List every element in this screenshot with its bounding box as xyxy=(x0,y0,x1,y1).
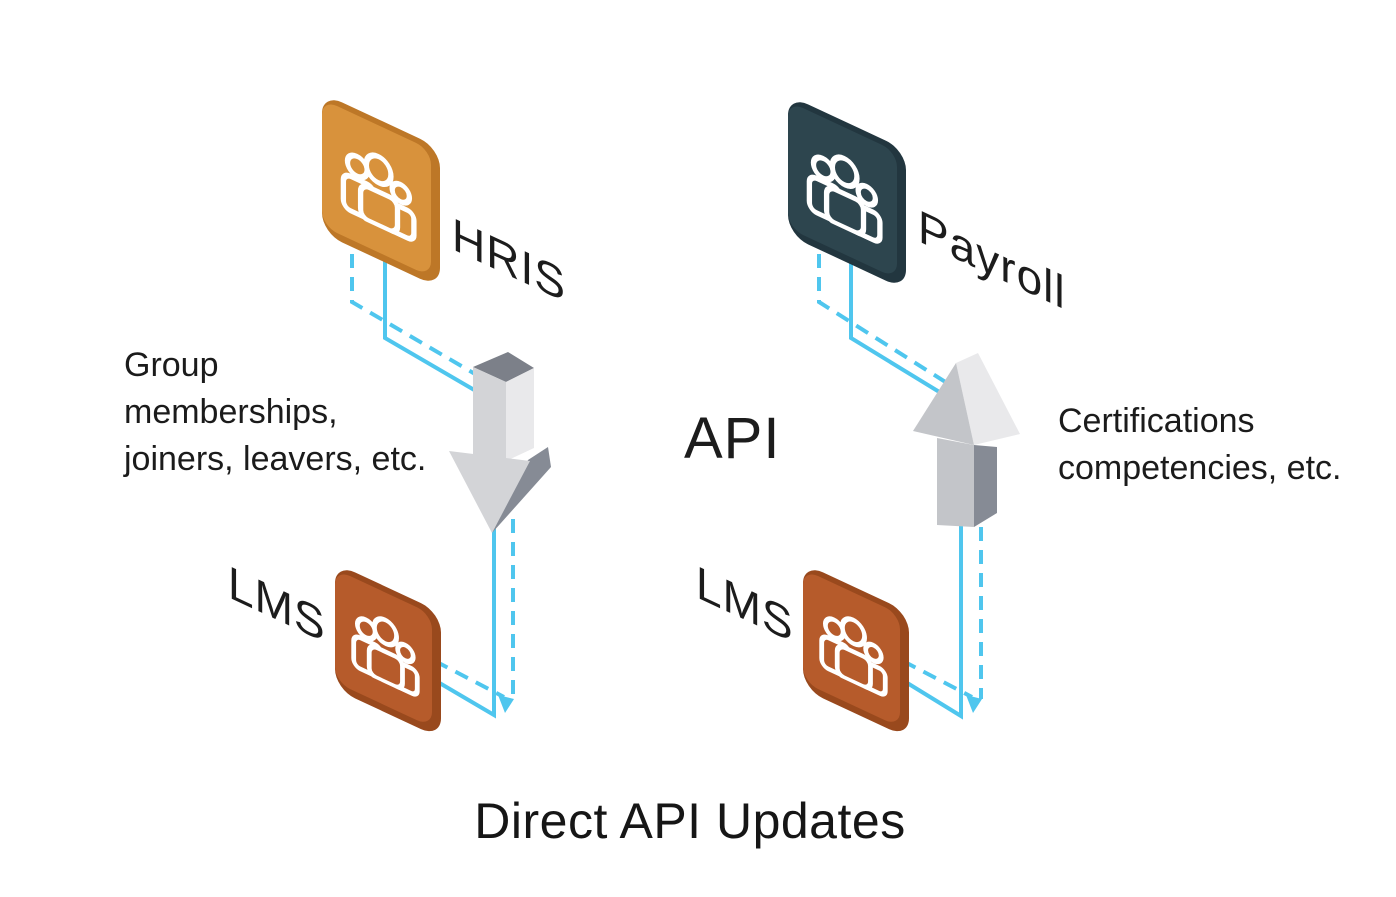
left-annotation-line2: memberships, xyxy=(124,393,338,431)
right-annotation-line1: Certifications xyxy=(1058,402,1255,440)
up-arrow-3d-icon xyxy=(913,353,1020,527)
api-label: API xyxy=(684,406,781,471)
people-group-icon xyxy=(350,615,420,696)
down-arrow-3d-icon xyxy=(449,352,551,533)
left-annotation: Group memberships, joiners, leavers, etc… xyxy=(124,342,426,483)
left-annotation-line3: joiners, leavers, etc. xyxy=(124,440,427,478)
left-annotation-line1: Group xyxy=(124,346,219,384)
lms-left-label: LMS xyxy=(228,555,326,653)
right-annotation: Certifications competencies, etc. xyxy=(1058,398,1341,492)
right-annotation-line2: competencies, etc. xyxy=(1058,449,1342,487)
arrow-to-lms-right-solid-line xyxy=(902,512,963,720)
lms-right-label: LMS xyxy=(696,555,794,653)
lms-left-node-face xyxy=(335,569,432,728)
hris-label: HRIS xyxy=(452,207,566,313)
people-group-icon xyxy=(818,615,888,696)
lms-left-arrowhead xyxy=(498,695,514,713)
lms-right-dashed-diagonal xyxy=(902,659,973,699)
lms-right-node xyxy=(803,563,909,739)
hris-node-face xyxy=(322,99,431,277)
payroll-node-face xyxy=(788,101,897,279)
people-group-icon xyxy=(806,153,883,243)
diagram-title: Direct API Updates xyxy=(474,793,906,849)
payroll-label: Payroll xyxy=(918,199,1066,320)
lms-right-arrowhead xyxy=(966,695,982,713)
lms-dashed-diagonal xyxy=(434,659,505,699)
people-group-icon xyxy=(340,151,417,241)
hris-node xyxy=(322,93,440,289)
lms-right-node-face xyxy=(803,569,900,728)
payroll-node xyxy=(788,95,906,291)
lms-left-node xyxy=(335,563,441,739)
